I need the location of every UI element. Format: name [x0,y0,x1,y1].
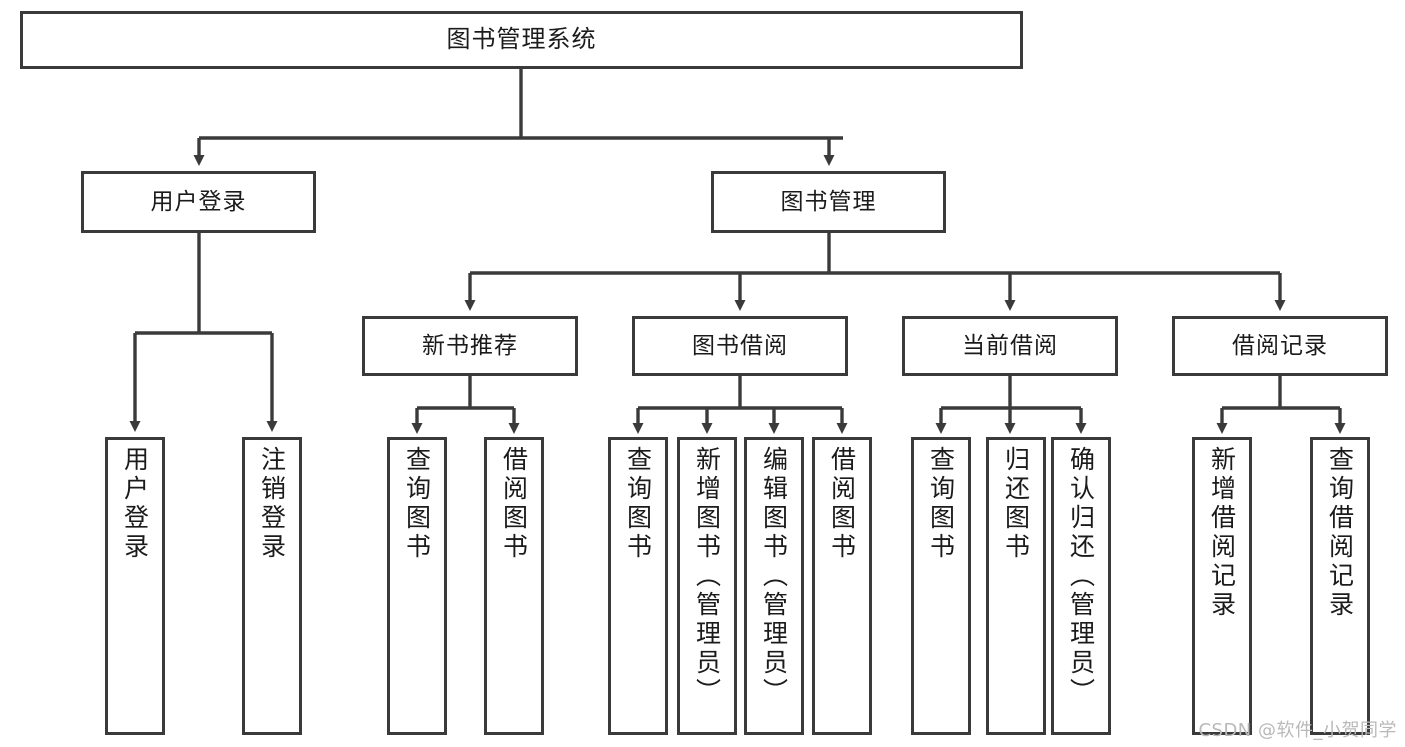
node-leaf-query-book-2-label: 查询图书 [623,446,653,562]
node-leaf-add-book-label: 新增图书（管理员） [692,446,722,707]
node-leaf-add-book[interactable]: 新增图书（管理员） [677,437,737,735]
node-leaf-query-book-1[interactable]: 查询图书 [387,437,447,735]
node-leaf-borrow-book-2[interactable]: 借阅图书 [812,437,872,735]
node-borrow-record[interactable]: 借阅记录 [1172,316,1388,376]
node-leaf-query-book-3-label: 查询图书 [926,446,956,562]
node-leaf-borrow-book-1[interactable]: 借阅图书 [484,437,544,735]
node-book-manage-label: 图书管理 [780,188,877,215]
node-root-label: 图书管理系统 [446,25,597,54]
node-leaf-logout[interactable]: 注销登录 [242,437,302,735]
node-leaf-edit-book-label: 编辑图书（管理员） [759,446,789,707]
node-user-login[interactable]: 用户登录 [81,171,316,233]
node-leaf-add-record[interactable]: 新增借阅记录 [1192,437,1252,735]
node-leaf-logout-label: 注销登录 [257,446,287,562]
node-leaf-return-book[interactable]: 归还图书 [986,437,1046,735]
node-leaf-query-book-1-label: 查询图书 [402,446,432,562]
node-leaf-confirm-return-label: 确认归还（管理员） [1066,446,1096,707]
node-leaf-add-record-label: 新增借阅记录 [1207,446,1237,620]
node-leaf-return-book-label: 归还图书 [1001,446,1031,562]
node-current-borrow-label: 当前借阅 [962,332,1058,359]
node-book-borrow[interactable]: 图书借阅 [632,316,848,376]
node-leaf-edit-book[interactable]: 编辑图书（管理员） [744,437,804,735]
node-leaf-user-login-label: 用户登录 [120,446,150,562]
watermark-text: CSDN @软件_小贺同学 [1198,720,1397,741]
node-leaf-query-record[interactable]: 查询借阅记录 [1310,437,1370,735]
node-leaf-borrow-book-1-label: 借阅图书 [499,446,529,562]
node-new-book-recommend[interactable]: 新书推荐 [362,316,578,376]
node-leaf-confirm-return[interactable]: 确认归还（管理员） [1051,437,1111,735]
node-current-borrow[interactable]: 当前借阅 [902,316,1118,376]
node-leaf-user-login[interactable]: 用户登录 [105,437,165,735]
node-leaf-query-book-3[interactable]: 查询图书 [911,437,971,735]
node-new-book-recommend-label: 新书推荐 [422,332,518,359]
node-user-login-label: 用户登录 [150,188,247,215]
node-leaf-query-book-2[interactable]: 查询图书 [608,437,668,735]
node-root[interactable]: 图书管理系统 [20,11,1023,69]
node-leaf-query-record-label: 查询借阅记录 [1325,446,1355,620]
node-leaf-borrow-book-2-label: 借阅图书 [827,446,857,562]
node-borrow-record-label: 借阅记录 [1232,332,1328,359]
node-book-manage[interactable]: 图书管理 [711,171,946,233]
node-book-borrow-label: 图书借阅 [692,332,788,359]
